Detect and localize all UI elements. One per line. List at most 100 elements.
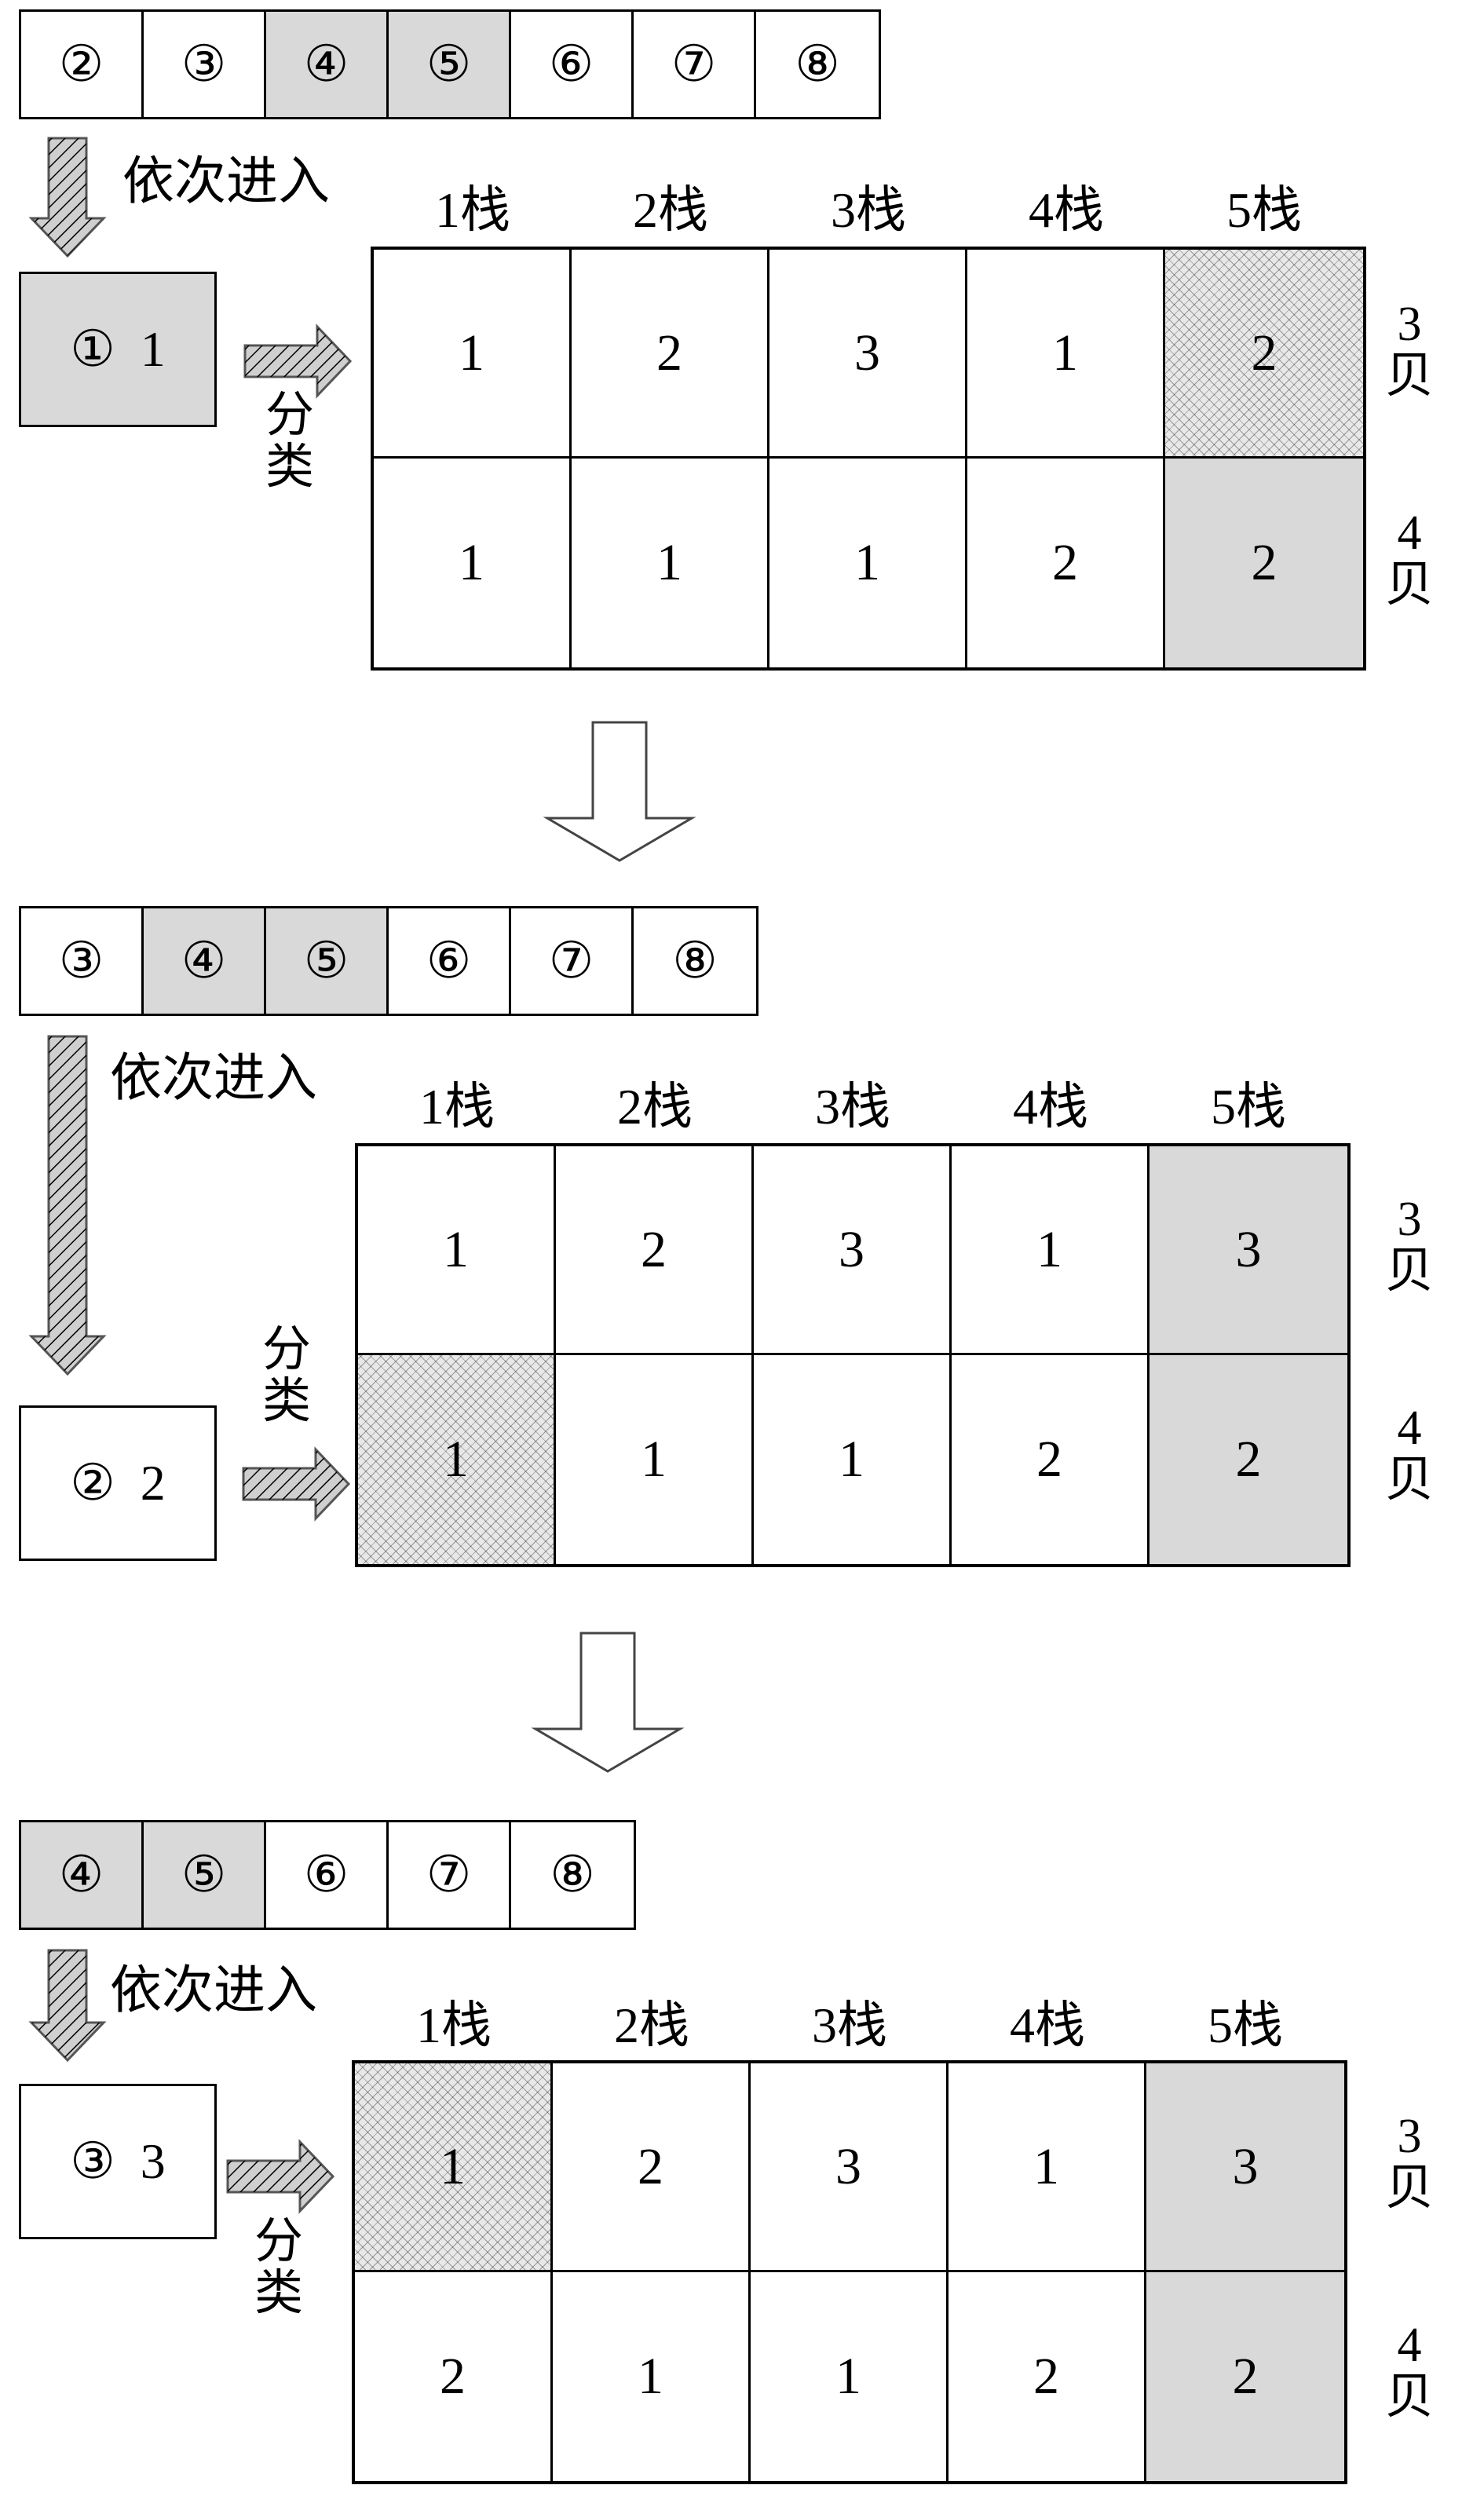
stack-label: 3栈 [812, 1997, 887, 2053]
enter-label: 依次进入 [110, 1050, 317, 1107]
grid-cell: 3 [769, 250, 967, 459]
queue-cell: ⑧ [672, 933, 718, 989]
grid-cell: 1 [358, 1146, 556, 1355]
container-value: 1 [140, 321, 166, 377]
container-id: ① [70, 321, 115, 377]
enter-label: 依次进入 [110, 1962, 317, 2019]
stack-label: 5栈 [1208, 1997, 1283, 2053]
queue-cell: ⑦ [634, 12, 756, 117]
queue-cell: ⑥ [266, 1822, 389, 1928]
container-id: ② [70, 1455, 115, 1511]
queue-cell: ⑧ [550, 1847, 595, 1902]
bay-label-part: 3 [1397, 298, 1422, 351]
grid-cell: 3 [1150, 1146, 1347, 1355]
queue-cell: ⑤ [266, 908, 389, 1014]
grid-cell: 1 [967, 250, 1165, 459]
enter-arrow-icon [28, 1949, 107, 2063]
grid-cell: 1 [358, 1355, 556, 1564]
grid-cell: 3 [751, 2063, 949, 2272]
grid-cell: 2 [949, 2272, 1146, 2481]
grid-cell: 2 [967, 459, 1165, 667]
grid-cell: 2 [952, 1355, 1150, 1564]
stack-label: 4栈 [1013, 1079, 1088, 1135]
classify-char: 类 [254, 2267, 303, 2320]
container-id: ③ [70, 2133, 115, 2189]
grid-cell: 2 [1165, 250, 1363, 459]
bay-label-part: 贝 [1384, 349, 1434, 403]
queue-cell: ⑤ [144, 1822, 266, 1928]
stack-labels: 1栈 2栈 3栈 4栈 5栈 [374, 179, 1363, 242]
classify-label: 分类 [251, 2216, 306, 2319]
queue-cell: ④ [144, 908, 266, 1014]
bay-label-part: 4 [1397, 2319, 1422, 2372]
grid-cell: 3 [1146, 2063, 1344, 2272]
classify-label: 分类 [259, 1324, 314, 1427]
classify-arrow-icon [226, 2139, 335, 2214]
queue-cell: ④ [21, 1822, 144, 1928]
queue-cell: ③ [21, 908, 144, 1014]
classify-char: 分 [265, 389, 314, 442]
classify-arrow-icon [242, 1446, 351, 1522]
classify-char: 类 [261, 1375, 311, 1428]
grid-cell: 1 [355, 2063, 553, 2272]
stack-label: 2栈 [617, 1079, 693, 1135]
classify-label: 分类 [262, 389, 317, 493]
next-step-arrow-icon [531, 1632, 685, 1773]
stack-label: 5栈 [1211, 1079, 1286, 1135]
grid-cell: 2 [1150, 1355, 1347, 1564]
queue-cell: ⑥ [389, 908, 511, 1014]
classify-arrow-icon [243, 323, 353, 399]
stack-label: 3栈 [815, 1079, 890, 1135]
bay-label-part: 4 [1397, 506, 1422, 560]
stack-label: 1栈 [419, 1079, 495, 1135]
queue-cell: ⑥ [511, 12, 634, 117]
stack-labels: 1栈 2栈 3栈 4栈 5栈 [358, 1076, 1347, 1138]
bay-label-part: 贝 [1384, 1453, 1434, 1507]
classify-char: 分 [254, 2215, 303, 2268]
classify-char: 类 [265, 440, 314, 494]
stack-label: 4栈 [1029, 182, 1104, 238]
stack-label: 5栈 [1226, 182, 1302, 238]
grid-cell: 1 [572, 459, 769, 667]
grid-cell: 1 [556, 1355, 754, 1564]
grid-cell: 1 [553, 2272, 751, 2481]
stack-label: 3栈 [831, 182, 906, 238]
bay-label-part: 4 [1397, 1401, 1422, 1455]
bay-label-part: 贝 [1384, 2370, 1434, 2424]
grid-cell: 1 [751, 2272, 949, 2481]
enter-arrow-icon [28, 1035, 107, 1376]
stack-label: 2栈 [633, 182, 708, 238]
grid-cell: 1 [374, 250, 572, 459]
grid-cell: 1 [949, 2063, 1146, 2272]
classify-char: 分 [261, 1323, 311, 1376]
bay-label-part: 3 [1397, 1193, 1422, 1246]
grid-cell: 1 [769, 459, 967, 667]
next-step-arrow-icon [543, 721, 696, 862]
stack-label: 1栈 [435, 182, 510, 238]
queue-cell: ⑧ [795, 36, 840, 92]
enter-arrow-icon [28, 137, 107, 258]
grid-cell: 1 [952, 1146, 1150, 1355]
grid-cell: 2 [355, 2272, 553, 2481]
enter-label: 依次进入 [122, 153, 330, 210]
grid-cell: 2 [572, 250, 769, 459]
grid-cell: 2 [1165, 459, 1363, 667]
container-value: 2 [140, 1455, 166, 1511]
queue-cell: ⑦ [511, 908, 634, 1014]
container-value: 3 [140, 2133, 166, 2189]
grid-cell: 1 [374, 459, 572, 667]
grid-cell: 2 [1146, 2272, 1344, 2481]
grid-cell: 3 [754, 1146, 952, 1355]
queue-cell: ⑤ [389, 12, 511, 117]
stack-label: 4栈 [1010, 1997, 1085, 2053]
